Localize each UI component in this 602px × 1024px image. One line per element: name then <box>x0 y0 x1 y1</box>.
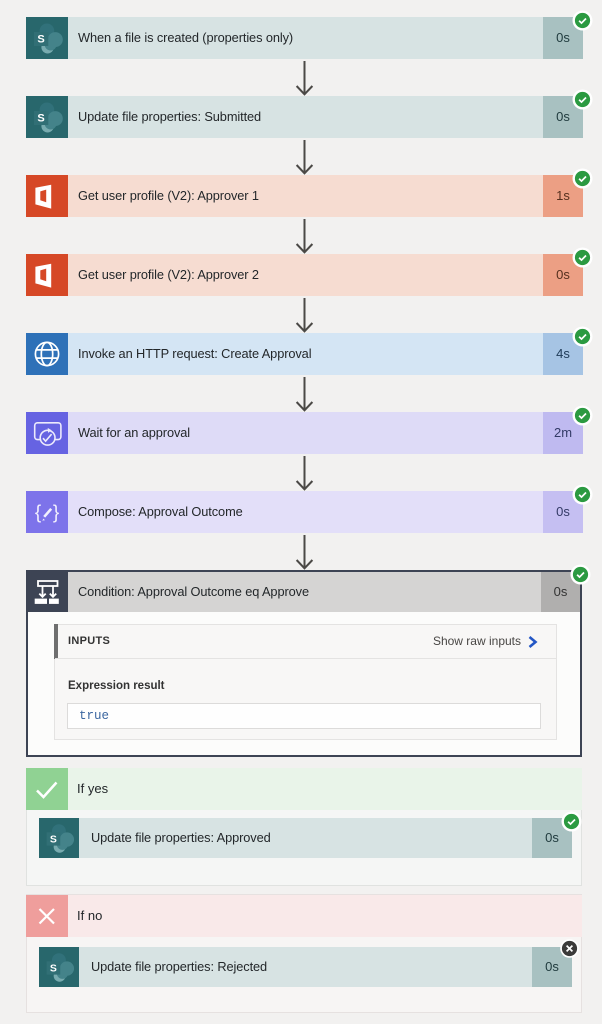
svg-text:S: S <box>50 963 57 974</box>
svg-text:S: S <box>37 113 44 125</box>
svg-text:S: S <box>50 834 57 845</box>
svg-text:S: S <box>37 34 44 46</box>
svg-text:}: } <box>53 503 59 524</box>
svg-text:{: { <box>35 503 42 524</box>
